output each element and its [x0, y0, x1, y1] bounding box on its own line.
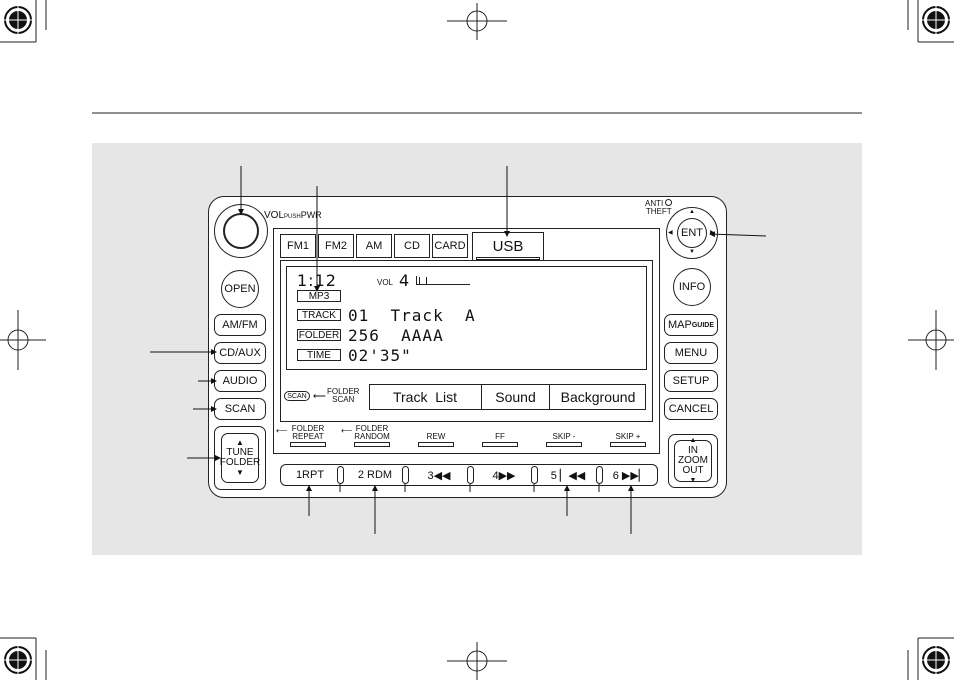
volume-label: VOL	[377, 278, 394, 287]
preset-5-skip-back-button[interactable]: 5 ▏◀◀	[550, 469, 586, 482]
display-screen	[273, 228, 660, 454]
tab-fm2[interactable]: FM2	[318, 234, 354, 258]
registration-target-tl	[2, 4, 34, 36]
softkey-bar-3	[418, 442, 454, 447]
indicator-led-icon	[665, 199, 673, 206]
preset-2-rdm-button[interactable]: 2 RDM	[357, 469, 393, 481]
audio-button[interactable]: AUDIO	[214, 370, 266, 392]
softkey-bar-1	[290, 442, 326, 447]
am-fm-button[interactable]: AM/FM	[214, 314, 266, 336]
volume-knob[interactable]	[214, 204, 268, 258]
folder-value: 256 AAAA	[348, 326, 444, 345]
ent-button[interactable]: ENT	[677, 218, 707, 248]
registration-target-br	[920, 644, 952, 676]
volume-bar-fill	[419, 277, 427, 284]
preset-divider-4	[531, 466, 538, 484]
tab-usb-underline	[476, 257, 540, 260]
menu-sound[interactable]: Sound	[481, 384, 549, 410]
tab-usb[interactable]: USB	[472, 232, 544, 260]
volume-bar	[416, 276, 470, 285]
folder-repeat-arrow-icon: ⟵	[276, 426, 288, 435]
folder-label: FOLDER	[297, 329, 341, 341]
preset-divider-5	[596, 466, 603, 484]
setup-button[interactable]: SETUP	[664, 370, 718, 392]
folder-scan-arrow-icon: ⟵	[313, 391, 326, 401]
zoom-inner: ▲ IN ZOOM OUT ▼	[674, 437, 712, 484]
tab-am[interactable]: AM	[356, 234, 392, 258]
softkey-bar-4	[482, 442, 518, 447]
info-button[interactable]: INFO	[673, 268, 711, 306]
volume-knob-label: VOLPUSHPWR	[264, 210, 322, 221]
track-label: TRACK	[297, 309, 341, 321]
zoom-knob[interactable]: ▲ IN ZOOM OUT ▼	[668, 434, 718, 488]
anti-theft-label: ANTI THEFT	[645, 199, 673, 216]
down-arrow-icon: ▼	[236, 468, 244, 477]
volume-value: 4	[399, 271, 411, 290]
preset-3-rew-button[interactable]: 3◀◀	[427, 469, 451, 482]
time-label: TIME	[297, 349, 341, 361]
joystick-up-icon: ▲	[689, 209, 695, 215]
open-button[interactable]: OPEN	[221, 270, 259, 308]
cd-aux-button[interactable]: CD/AUX	[214, 342, 266, 364]
menu-button[interactable]: MENU	[664, 342, 718, 364]
menu-strip	[369, 384, 646, 410]
tune-folder-knob[interactable]: ▲ TUNE FOLDER ▼	[214, 426, 266, 490]
zoom-up-icon: ▲	[689, 437, 697, 444]
softkey-label-skip-plus: SKIP +	[615, 432, 641, 441]
tab-card[interactable]: CARD	[432, 234, 468, 258]
up-arrow-icon: ▲	[236, 438, 244, 447]
menu-background[interactable]: Background	[549, 384, 646, 410]
display-inner-frame	[280, 260, 653, 422]
preset-4-ff-button[interactable]: 4▶▶	[492, 469, 516, 482]
joystick-down-icon: ▼	[689, 249, 695, 255]
softkey-bar-6	[610, 442, 646, 447]
zoom-down-icon: ▼	[689, 477, 697, 484]
cancel-button[interactable]: CANCEL	[664, 398, 718, 420]
preset-strip	[280, 464, 658, 486]
info-box	[286, 266, 647, 370]
tune-folder-inner: ▲ TUNE FOLDER ▼	[220, 433, 260, 483]
softkey-label-rew: REW	[426, 432, 446, 441]
softkey-bar-2	[354, 442, 390, 447]
preset-1-rpt-button[interactable]: 1RPT	[295, 469, 325, 481]
scan-tag: SCAN	[284, 391, 310, 401]
menu-track-list[interactable]: Track List	[392, 389, 458, 405]
softkey-label-skip-minus: SKIP -	[552, 432, 576, 441]
tab-cd[interactable]: CD	[394, 234, 430, 258]
preset-divider-3	[467, 466, 474, 484]
folder-random-arrow-icon: ⟵	[341, 426, 353, 435]
time-value: 02'35"	[348, 346, 412, 365]
softkey-bar-5	[546, 442, 582, 447]
clock-time: 1:12	[297, 271, 337, 290]
softkey-label-ff: FF	[495, 432, 505, 441]
registration-target-bl	[2, 644, 34, 676]
track-value: 01 Track A	[348, 306, 476, 325]
preset-6-skip-fwd-button[interactable]: 6 ▶▶▏	[612, 469, 648, 482]
tab-fm1[interactable]: FM1	[280, 234, 316, 258]
volume-knob-inner	[223, 213, 259, 249]
joystick-left-icon: ◀	[668, 230, 673, 236]
preset-divider-2	[402, 466, 409, 484]
registration-target-tr	[920, 4, 952, 36]
preset-divider-1	[337, 466, 344, 484]
scan-button[interactable]: SCAN	[214, 398, 266, 420]
format-label: MP3	[297, 290, 341, 302]
joystick-right-icon: ▶	[710, 230, 715, 236]
